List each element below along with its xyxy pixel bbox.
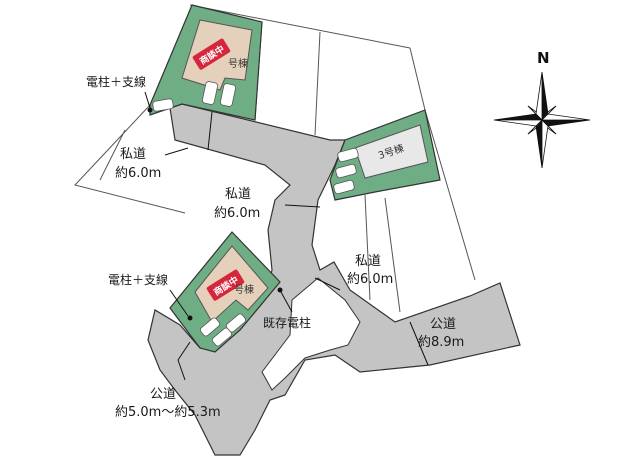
car-icon	[152, 98, 174, 112]
private-road-east-name: 私道	[355, 254, 381, 269]
north-pole-label: 電柱＋支線	[86, 74, 146, 89]
car-icon	[337, 147, 359, 163]
parking-cars	[152, 81, 236, 112]
parcel-line	[99, 129, 126, 181]
south-pole-label: 電柱＋支線	[108, 272, 168, 287]
parcel-line	[74, 104, 186, 214]
dimension-arrows	[164, 111, 429, 381]
private-road-west-name: 私道	[120, 147, 146, 162]
east-lot: 3号棟	[329, 109, 441, 201]
parcel-boundaries	[74, 4, 476, 313]
house-number: 号棟	[228, 57, 248, 70]
private-road-center-width: 約6.0m	[214, 206, 260, 221]
parcel-line	[384, 197, 401, 313]
pole-leader	[144, 91, 151, 109]
labels: 電柱＋支線 私道 約6.0m 私道 約6.0m 私道 約6.0m 電柱＋支線 既…	[86, 74, 464, 420]
inner-lot	[261, 277, 361, 391]
pole-icon	[187, 315, 193, 321]
private-road-west-width: 約6.0m	[115, 166, 161, 181]
car-icon	[220, 83, 236, 107]
public-road-east-width: 約8.9m	[418, 335, 464, 350]
private-road-east-width: 約6.0m	[347, 272, 393, 287]
pole-leader	[169, 289, 189, 317]
car-icon	[333, 179, 355, 195]
pole-leader	[280, 291, 293, 313]
dimension-line	[177, 341, 191, 361]
car-icon	[199, 317, 221, 337]
public-road-east-name: 公道	[430, 317, 456, 332]
existing-pole-label: 既存電柱	[263, 315, 311, 330]
parking-cars	[333, 147, 359, 195]
pole-icon	[277, 287, 283, 293]
public-road-south-name: 公道	[150, 387, 176, 402]
dimension-line	[284, 204, 321, 208]
parcel-line	[409, 47, 426, 111]
parcel-line	[364, 194, 371, 301]
parking-cars	[199, 313, 247, 347]
dimension-line	[164, 147, 189, 156]
south-lot: 商談中 号棟	[169, 231, 281, 353]
public-road-south-width: 約5.0m～約5.3m	[115, 405, 221, 420]
parcel-line	[314, 31, 321, 136]
north-lot: 商談中 号棟	[149, 4, 263, 121]
car-icon	[335, 163, 357, 179]
parcel-line	[424, 109, 476, 281]
car-icon	[225, 313, 247, 333]
house-number: 号棟	[234, 283, 254, 296]
compass-rose: N	[493, 49, 591, 169]
compass-north-label: N	[537, 49, 550, 67]
dimension-line	[177, 359, 186, 381]
private-road-center-name: 私道	[225, 187, 251, 202]
dimension-line	[207, 111, 213, 151]
pole-icon	[147, 107, 153, 113]
parcel-line	[189, 4, 411, 49]
car-icon	[202, 81, 218, 105]
dimension-line	[314, 277, 341, 291]
dimension-line	[409, 321, 429, 366]
compass-main-points	[493, 71, 591, 169]
utility-poles	[144, 91, 293, 321]
house-footprint	[354, 124, 429, 179]
